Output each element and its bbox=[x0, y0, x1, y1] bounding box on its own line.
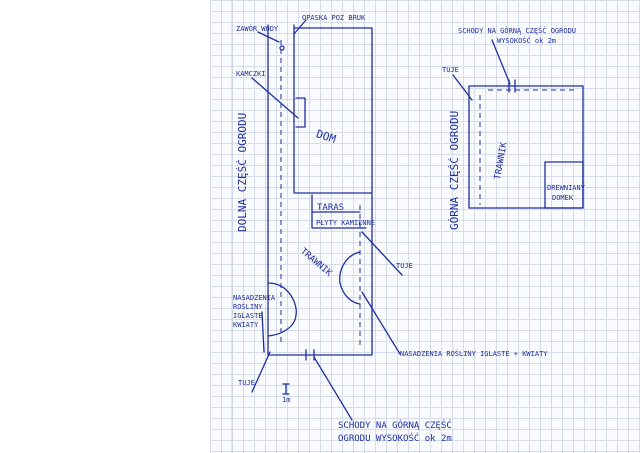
label-thujas-right: TUJE bbox=[396, 262, 413, 270]
label-plants-left-4: KWIATY bbox=[233, 321, 259, 329]
label-paving: OPASKA POZ BRUK bbox=[302, 14, 366, 22]
label-scale: 1m bbox=[282, 396, 290, 404]
label-upper-garden: GÓRNA CZĘŚĆ OGRODU bbox=[448, 111, 461, 230]
scale-marker bbox=[282, 383, 290, 395]
graph-paper bbox=[210, 0, 640, 453]
label-stairs-top-1: SCHODY NA GÓRNĄ CZĘŚĆ OGRODU bbox=[458, 26, 576, 35]
label-plants-left-1: NASADZENIA bbox=[233, 294, 276, 302]
label-water-valve: ZAWÓR WODY bbox=[236, 24, 279, 33]
plant-bed-right bbox=[339, 251, 361, 305]
label-stairs-bottom-1: SCHODY NA GÓRNĄ CZĘŚĆ bbox=[338, 419, 452, 431]
stairs-bottom bbox=[305, 349, 315, 361]
label-plants-left-2: ROŚLINY bbox=[233, 302, 263, 311]
label-shed-1: DREWNIANY bbox=[547, 184, 586, 192]
upper-garden-outline bbox=[452, 39, 584, 209]
label-stairs-bottom-2: OGRODU WYSOKOŚĆ ok 2m bbox=[338, 432, 452, 444]
label-lawn-upper: TRAWNIK bbox=[493, 141, 510, 181]
terrace bbox=[311, 194, 367, 229]
label-plants-left-3: IGLASTE bbox=[233, 312, 263, 320]
lower-garden-outline bbox=[267, 24, 373, 356]
label-stairs-top-2: WYSOKOŚĆ ok 2m bbox=[497, 36, 556, 45]
wooden-shed bbox=[544, 161, 584, 209]
label-terrace: TARAS bbox=[317, 203, 344, 213]
label-thujas-upper: TUJE bbox=[442, 66, 459, 74]
plant-bed-left bbox=[267, 282, 297, 337]
label-plants-right: NASADZENIA ROŚLINY IGLASTE + KWIATY bbox=[400, 349, 548, 358]
label-lower-garden: DOLNA CZĘŚĆ OGRODU bbox=[236, 113, 249, 232]
label-pebbles: KAMCZKI bbox=[236, 70, 266, 78]
leader-lines bbox=[251, 19, 403, 421]
label-thujas-bottom: TUJE bbox=[238, 379, 255, 387]
label-stone-slabs: PŁYTY KAMIENNE bbox=[316, 219, 375, 227]
label-house: DOM bbox=[315, 127, 338, 146]
label-lawn-lower: TRAWNIK bbox=[298, 247, 334, 279]
label-shed-2: DOMEK bbox=[552, 194, 574, 202]
